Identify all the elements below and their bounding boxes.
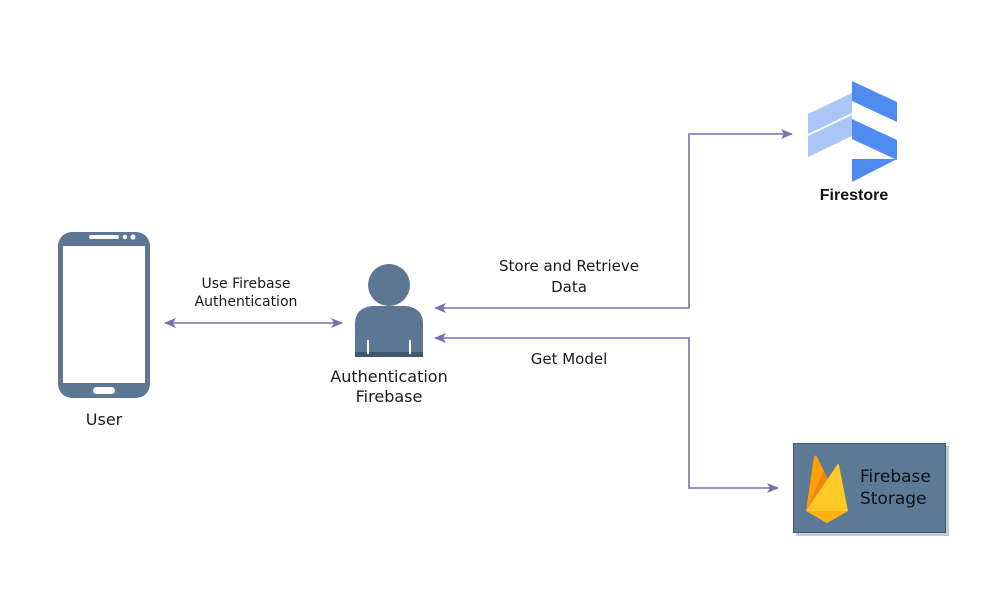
storage-label-line2: Storage [860,489,927,509]
edge-auth-firestore [434,129,793,313]
storage-label: Firebase Storage [860,466,931,510]
edge-label-auth-firestore-line1: Store and Retrieve [499,257,639,275]
edge-auth-storage [434,333,779,493]
edge-label-user-auth-line2: Authentication [194,294,298,310]
edge-label-user-auth: Use Firebase Authentication [176,275,316,311]
edge-label-auth-storage: Get Model [530,350,608,368]
firebase-flame-icon [806,455,848,523]
smartphone-icon [58,232,150,398]
auth-label: Authentication Firebase [314,367,464,407]
firestore-logo-icon [808,81,897,182]
edge-label-auth-firestore: Store and Retrieve Data [484,256,654,298]
firestore-label: Firestore [819,187,889,204]
user-silhouette-icon [355,264,423,357]
user-label: User [85,410,123,429]
auth-label-line2: Firebase [355,387,423,406]
edge-label-user-auth-line1: Use Firebase [201,276,291,292]
auth-label-line1: Authentication [330,367,448,386]
edge-label-auth-firestore-line2: Data [551,278,587,296]
firebase-storage-node: Firebase Storage [793,443,946,533]
storage-label-line1: Firebase [860,467,931,487]
